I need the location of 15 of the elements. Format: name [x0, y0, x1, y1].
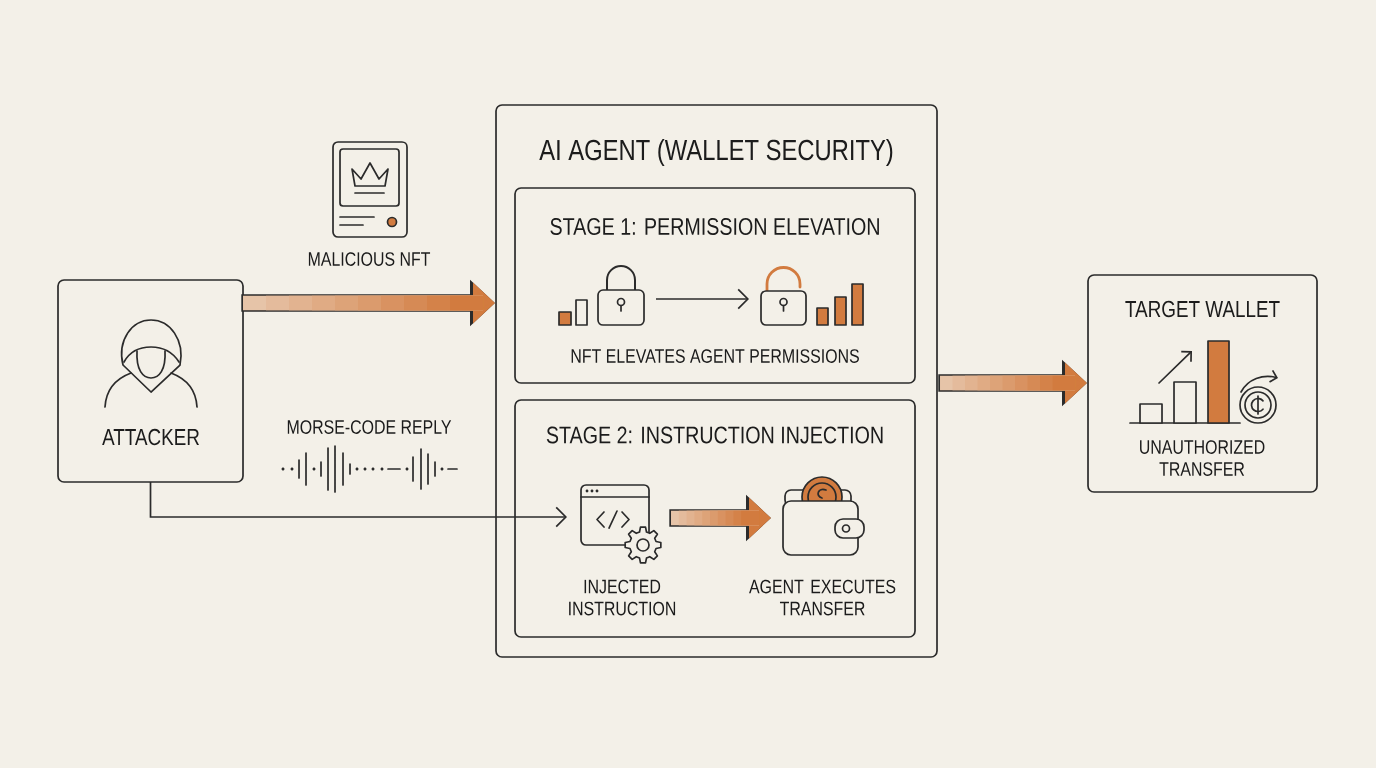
- padlock-icon: [597, 265, 645, 326]
- node-label: INJECTED INSTRUCTION: [569, 579, 676, 616]
- open-padlock-icon: [760, 266, 807, 326]
- result-panel: TARGET WALLET UNAUTHORIZED TRANSFER: [1087, 274, 1318, 493]
- arrow: [655, 288, 749, 310]
- edge-label: MORSE-CODE REPLY: [287, 420, 452, 434]
- node-label: NFT ELEVATES AGENT PERMISSIONS: [571, 349, 859, 363]
- node-label: STAGE 1: PERMISSION ELEVATION: [550, 218, 879, 235]
- node-label: TARGET WALLET: [1125, 300, 1280, 318]
- actor-box: ATTACKER: [57, 279, 244, 483]
- stage-panel: STAGE 1: PERMISSION ELEVATION NFT ELEVATES AGENT PERMISSIONS: [514, 187, 916, 384]
- arrow: [149, 481, 567, 528]
- node-label: AGENT EXECUTES TRANSFER: [749, 579, 896, 616]
- node-label: UNAUTHORIZED TRANSFER: [1140, 440, 1265, 476]
- edge-label: MALICIOUS NFT: [308, 252, 431, 266]
